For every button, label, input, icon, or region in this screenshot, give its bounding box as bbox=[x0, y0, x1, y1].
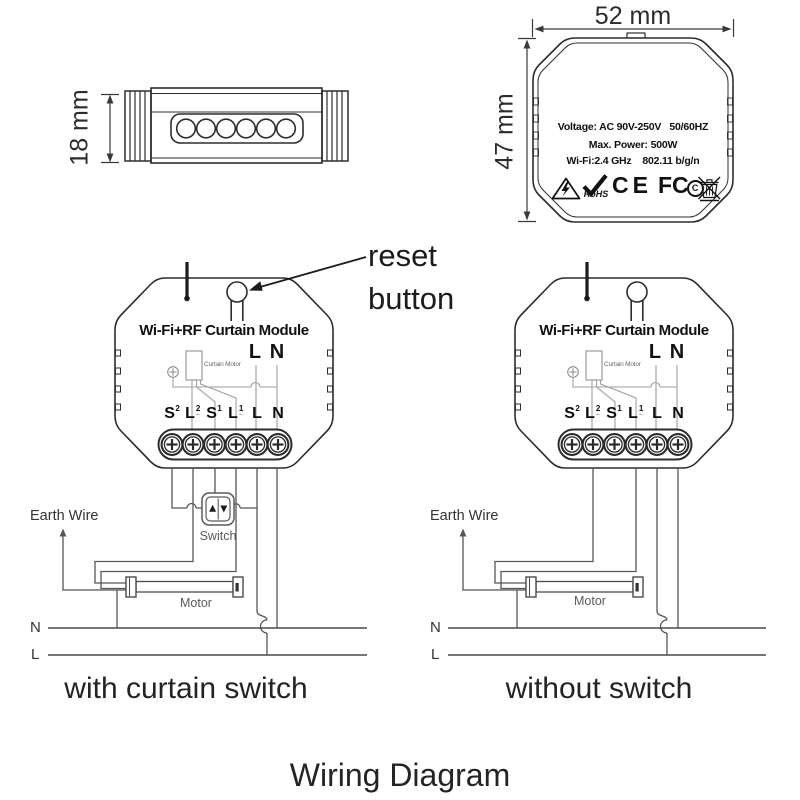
reset-arrow bbox=[249, 256, 367, 291]
caption-without-switch: without switch bbox=[505, 672, 693, 705]
spec-module-outline bbox=[532, 32, 734, 223]
dimension-52mm: 52 mm bbox=[594, 2, 672, 30]
left-mains-lines bbox=[48, 627, 367, 656]
right-terminal-n: N bbox=[672, 405, 684, 422]
right-top-l-label: L bbox=[648, 341, 662, 363]
warning-icon bbox=[551, 177, 581, 200]
reset-label-line1: reset bbox=[368, 238, 437, 273]
weee-bin-icon bbox=[697, 176, 721, 202]
right-motor bbox=[525, 576, 644, 598]
right-wiring bbox=[459, 468, 679, 655]
fcc-text: FC bbox=[658, 172, 689, 198]
right-curtain-motor-label: Curtain Motor bbox=[604, 361, 641, 368]
dimension-47mm-lines bbox=[518, 37, 536, 223]
reset-label-line2: button bbox=[368, 281, 455, 316]
right-mains-lines bbox=[448, 627, 766, 656]
dimension-47mm: 47 mm bbox=[490, 93, 519, 170]
left-earth-wire-label: Earth Wire bbox=[30, 508, 99, 524]
right-top-n-label: N bbox=[669, 341, 685, 363]
caption-with-switch: with curtain switch bbox=[64, 672, 308, 705]
left-l-line-label: L bbox=[31, 646, 40, 663]
left-terminal-n: N bbox=[272, 405, 284, 422]
rohs-check-icon bbox=[582, 174, 608, 198]
right-motor-label: Motor bbox=[574, 594, 606, 608]
left-wiring bbox=[59, 468, 278, 655]
left-top-l-label: L bbox=[248, 341, 262, 363]
spec-voltage: Voltage: AC 90V-250V 50/60HZ bbox=[557, 121, 709, 133]
right-terminal-l: L bbox=[652, 405, 662, 422]
dimension-18mm-lines bbox=[101, 93, 119, 164]
right-earth-wire-label: Earth Wire bbox=[430, 508, 499, 524]
switch-label: Switch bbox=[199, 529, 237, 543]
left-top-n-label: N bbox=[269, 341, 285, 363]
dimension-52mm-lines bbox=[531, 19, 735, 37]
left-module-title: Wi-Fi+RF Curtain Module bbox=[139, 322, 309, 339]
switch-down-icon bbox=[220, 505, 228, 513]
left-curtain-motor-label: Curtain Motor bbox=[204, 361, 241, 368]
right-l-line-label: L bbox=[431, 646, 440, 663]
spec-wifi: Wi-Fi:2.4 GHz 802.11 b/g/n bbox=[566, 155, 700, 167]
left-n-line-label: N bbox=[30, 619, 41, 636]
dimension-18mm: 18 mm bbox=[65, 89, 94, 166]
ce-text: CE bbox=[612, 172, 652, 198]
right-module-title: Wi-Fi+RF Curtain Module bbox=[539, 322, 709, 339]
spec-power: Max. Power: 500W bbox=[588, 139, 678, 151]
ce-mark: CE bbox=[612, 172, 652, 199]
left-terminal-l: L bbox=[252, 405, 262, 422]
rohs-label: RoHS bbox=[583, 189, 609, 199]
page-title: Wiring Diagram bbox=[289, 757, 511, 793]
switch-up-icon bbox=[209, 504, 217, 512]
fcc-circle-c: C bbox=[686, 180, 704, 197]
left-motor-label: Motor bbox=[180, 596, 212, 610]
module-side-view bbox=[124, 87, 349, 164]
left-motor bbox=[125, 576, 244, 598]
right-n-line-label: N bbox=[430, 619, 441, 636]
curtain-switch bbox=[201, 492, 235, 526]
